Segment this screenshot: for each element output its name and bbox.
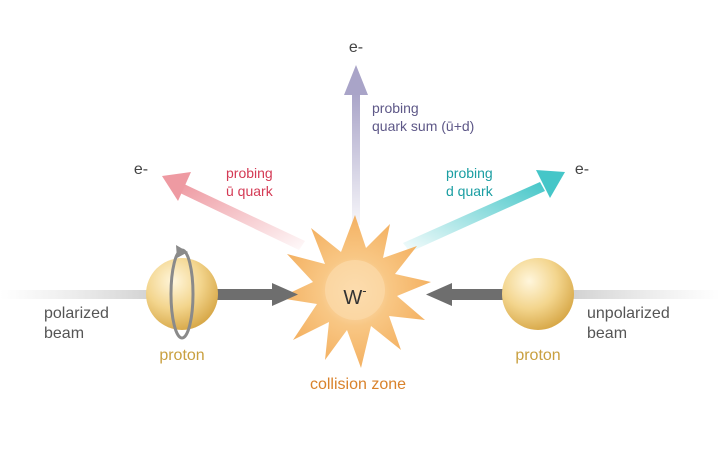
- arrow-right-electron: [403, 170, 565, 252]
- left-proton: [146, 258, 218, 330]
- electron-label-right: e-: [575, 161, 589, 178]
- left-beam-arrow: [216, 283, 298, 306]
- right-beam-arrow: [426, 283, 508, 306]
- right-beam-label-line2: beam: [587, 325, 627, 342]
- electron-label-left: e-: [134, 161, 148, 178]
- w-boson-label: W-: [343, 283, 366, 309]
- probe-right-line1: probing: [446, 165, 493, 181]
- arrow-left-electron: [162, 172, 305, 250]
- probe-top-line2: quark sum (ū+d): [372, 118, 474, 134]
- left-beam-label-line2: beam: [44, 325, 84, 342]
- probe-left-line1: probing: [226, 165, 273, 181]
- right-proton-label: proton: [515, 347, 560, 364]
- right-beam-label-line1: unpolarized: [587, 305, 670, 322]
- spin-rotation-icon: [169, 245, 195, 340]
- left-beam-line: [0, 290, 160, 299]
- right-beam-line: [565, 290, 720, 299]
- probe-top-line1: probing: [372, 100, 419, 116]
- w-boson-charge: -: [362, 283, 366, 298]
- collision-zone-label: collision zone: [310, 376, 406, 393]
- probe-right-line2: d quark: [446, 183, 494, 199]
- collision-burst: [279, 215, 431, 368]
- right-proton: [502, 258, 574, 330]
- probe-left-line2: ū quark: [226, 183, 274, 199]
- w-boson-symbol: W: [343, 287, 362, 309]
- left-proton-label: proton: [159, 347, 204, 364]
- arrow-top-electron: [344, 65, 368, 225]
- left-beam-label-line1: polarized: [44, 305, 109, 322]
- electron-label-top: e-: [349, 39, 363, 56]
